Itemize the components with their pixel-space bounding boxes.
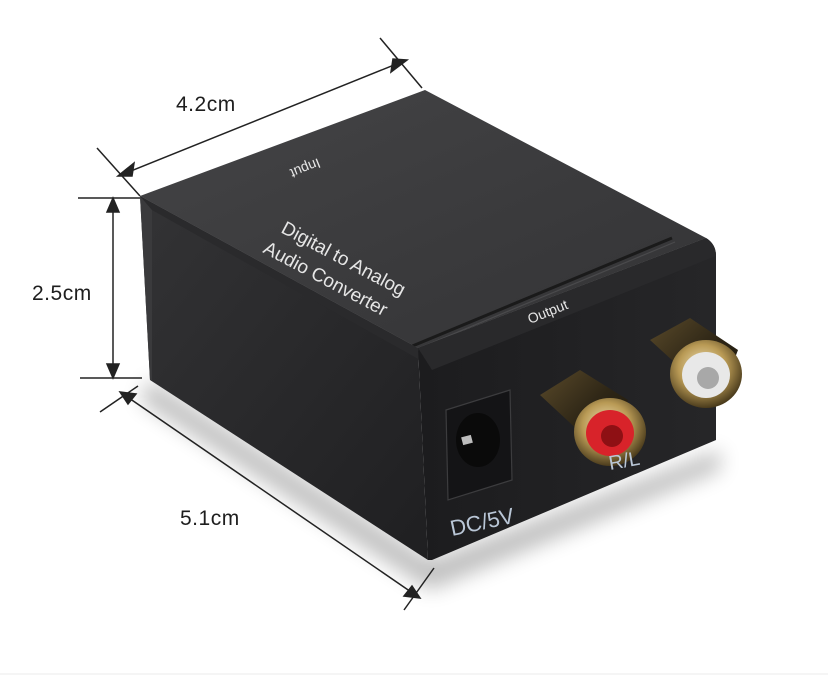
dimension-height: 2.5cm [32,196,142,380]
dimension-length: 5.1cm [99,385,435,611]
box-side-face [140,196,428,560]
dc-power-jack: DC/5V [445,389,517,541]
bottom-strip [0,673,828,675]
rca-jack-white [650,318,742,408]
rl-label: R/L [607,448,641,475]
length-label: 5.1cm [180,507,240,530]
width-label: 4.2cm [176,93,236,116]
height-label: 2.5cm [32,282,92,305]
rca-jack-red: R/L [540,370,646,475]
dimension-width: 4.2cm [96,37,423,197]
lid-seam [397,236,673,354]
